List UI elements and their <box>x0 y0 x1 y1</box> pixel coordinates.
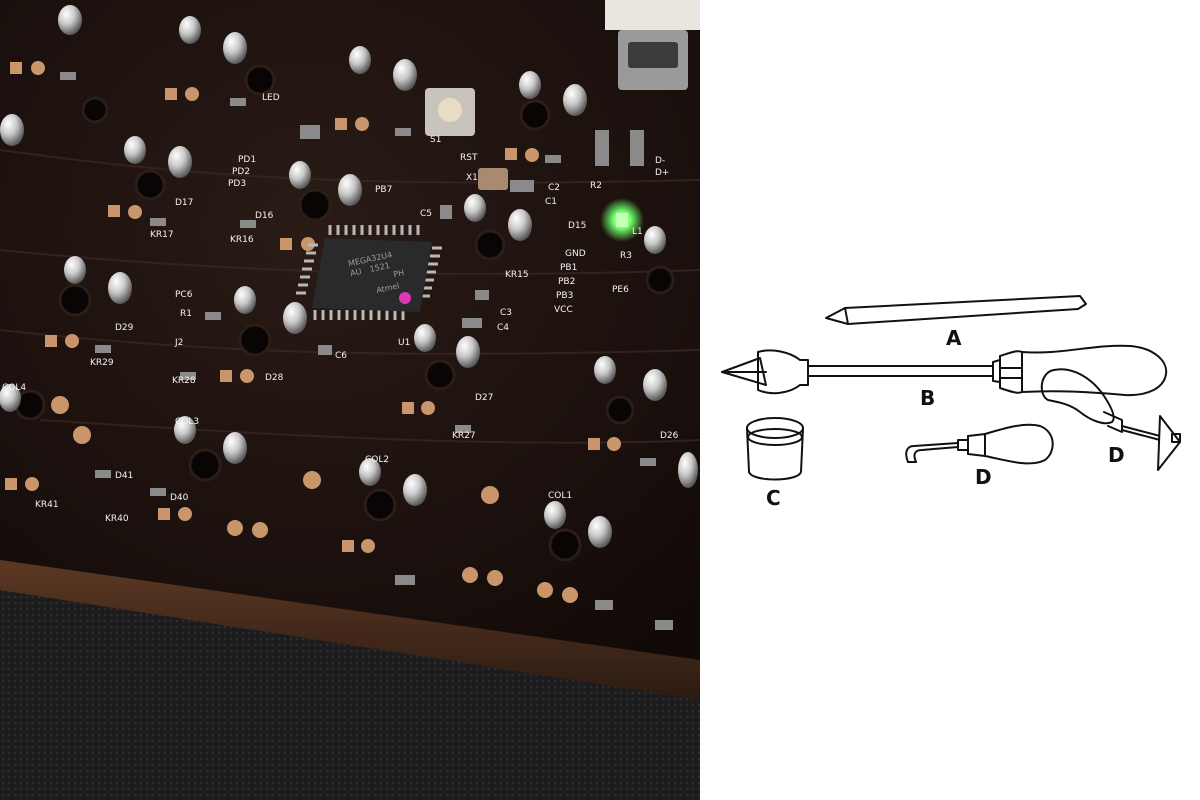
silkscreen-vcc: VCC <box>554 305 573 315</box>
silkscreen-c3: C3 <box>500 308 512 318</box>
crystal-x1 <box>478 168 508 190</box>
silkscreen-x1: X1 <box>466 173 478 183</box>
silkscreen-d41: D41 <box>115 471 133 481</box>
chip-package: AU <box>349 267 362 278</box>
silkscreen-kr27: KR27 <box>452 431 476 441</box>
chip-datecode: 1521 <box>369 261 391 274</box>
switch-holes <box>14 64 675 562</box>
status-led <box>616 213 628 227</box>
solder-joints <box>0 5 698 548</box>
tool-a-stick <box>825 295 1087 325</box>
pcb-photo: COL4 COL3 COL2 COL1 D29 KR29 D28 KR28 D2… <box>0 0 700 800</box>
silkscreen-pb7: PB7 <box>375 185 392 195</box>
silkscreen-d16: D16 <box>255 211 274 221</box>
silkscreen-dplus: D+ <box>655 168 669 178</box>
silkscreen-d26: D26 <box>660 431 679 441</box>
silkscreen-pe6: PE6 <box>612 285 629 295</box>
tool-c-solder-tin <box>746 417 804 481</box>
silkscreen-pb3: PB3 <box>556 291 573 301</box>
silkscreen-rst: RST <box>460 153 478 163</box>
silkscreen-c5: C5 <box>420 209 432 219</box>
silkscreen-pd2: PD2 <box>232 167 250 177</box>
pcb-board <box>0 0 700 660</box>
silkscreen-d17: D17 <box>175 198 193 208</box>
silkscreen-kr15: KR15 <box>505 270 529 280</box>
usb-cable <box>605 0 700 30</box>
silkscreen-gnd: GND <box>565 249 586 259</box>
silkscreen-pd1: PD1 <box>238 155 256 165</box>
silkscreen-c1: C1 <box>545 197 557 207</box>
silkscreen-s1: S1 <box>430 135 441 145</box>
silkscreen-c2: C2 <box>548 183 560 193</box>
label-d-pick: D <box>975 465 992 489</box>
label-b: B <box>920 386 935 410</box>
silkscreen-c4: C4 <box>497 323 509 333</box>
label-c: C <box>766 486 781 510</box>
silkscreen-pc6: PC6 <box>175 290 193 300</box>
silkscreen-col2: COL2 <box>365 455 389 465</box>
microcontroller-chip <box>296 225 442 320</box>
chip-lot: PH <box>393 268 405 279</box>
silkscreen-kr28: KR28 <box>172 376 196 386</box>
silkscreen-kr29: KR29 <box>90 358 114 368</box>
silkscreen-pb2: PB2 <box>558 277 575 287</box>
tools-illustration: A B C D D <box>700 0 1200 800</box>
silkscreen-u1: U1 <box>398 338 410 348</box>
silkscreen-kr40: KR40 <box>105 514 129 524</box>
silkscreen-col3: COL3 <box>175 417 199 427</box>
tool-b-soldering-iron <box>721 344 1168 397</box>
silkscreen-dminus: D- <box>655 156 665 166</box>
smd-components <box>60 72 673 630</box>
silkscreen-l1: L1 <box>632 227 643 237</box>
copper-pads <box>5 61 621 603</box>
label-d-scraper: D <box>1108 443 1125 467</box>
silkscreen-col4: COL4 <box>2 383 26 393</box>
silkscreen-kr41: KR41 <box>35 500 59 510</box>
silkscreen-r3: R3 <box>620 251 632 261</box>
tool-d-bent-pick <box>905 423 1054 465</box>
silkscreen-d29: D29 <box>115 323 134 333</box>
silkscreen-led: LED <box>262 93 280 103</box>
tool-labels: A B C D D <box>766 326 1125 510</box>
silkscreen-d28: D28 <box>265 373 284 383</box>
silkscreen-kr16: KR16 <box>230 235 254 245</box>
tool-d-triangle-scraper <box>1040 368 1181 471</box>
silkscreen-pd3: PD3 <box>228 179 246 189</box>
silkscreen-r2: R2 <box>590 181 602 191</box>
silkscreen-col1: COL1 <box>548 491 572 501</box>
silkscreen-kr17: KR17 <box>150 230 174 240</box>
silkscreen-r1: R1 <box>180 309 192 319</box>
silkscreen-c6: C6 <box>335 351 347 361</box>
label-a: A <box>946 326 962 350</box>
silkscreen-d27: D27 <box>475 393 493 403</box>
silkscreen-d40: D40 <box>170 493 189 503</box>
silkscreen-d15: D15 <box>568 221 586 231</box>
silkscreen-labels: COL4 COL3 COL2 COL1 D29 KR29 D28 KR28 D2… <box>2 93 679 524</box>
silkscreen-pb1: PB1 <box>560 263 577 273</box>
silkscreen-j2: J2 <box>174 338 183 348</box>
